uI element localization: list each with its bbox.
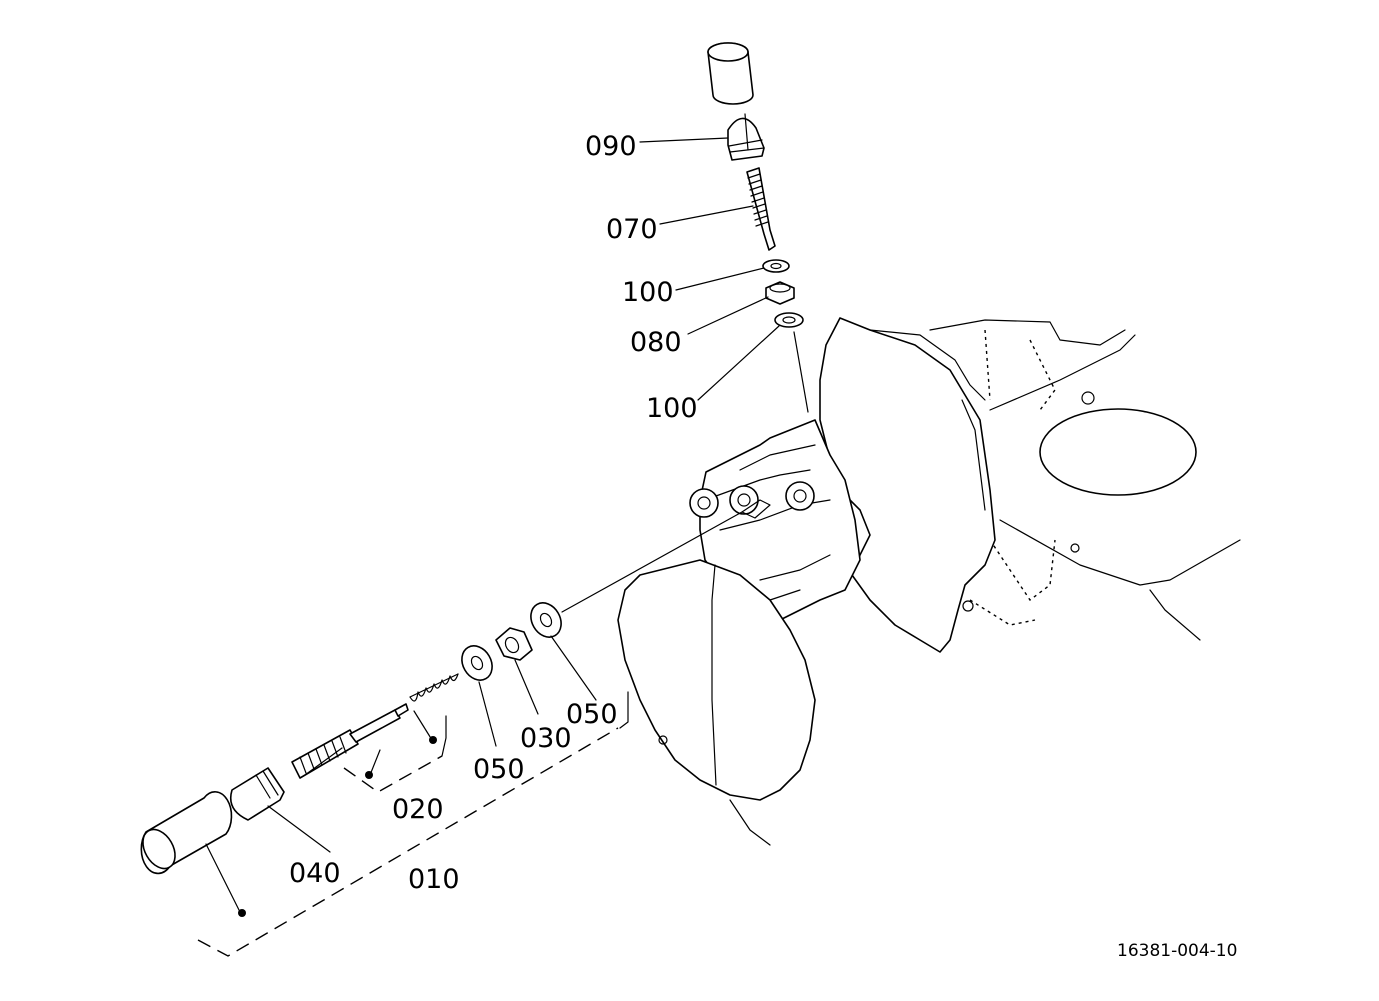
drawing-code: 16381-004-10	[1117, 941, 1237, 961]
callout-080: 080	[630, 327, 682, 358]
pump-housing	[617, 317, 1241, 846]
callout-090: 090	[585, 131, 637, 162]
callout-040: 040	[289, 858, 341, 889]
callout-020: 020	[392, 794, 444, 825]
leader-lines	[205, 137, 780, 913]
bracket-point	[429, 736, 437, 744]
callout-010: 010	[408, 864, 460, 895]
callout-070: 070	[606, 214, 658, 245]
callout-labels: 090 070 100 080 100 050 030 050 020 040 …	[289, 131, 698, 895]
assembly-brackets	[197, 691, 629, 957]
bracket-point	[238, 909, 246, 917]
bracket-point	[365, 771, 373, 779]
adjusting-screw-stack	[707, 42, 809, 413]
callout-050-left: 050	[473, 754, 525, 785]
callout-100-lower: 100	[646, 393, 698, 424]
callout-030: 030	[520, 723, 572, 754]
callout-100-upper: 100	[622, 277, 674, 308]
callout-050-right: 050	[566, 699, 618, 730]
relief-valve-stack	[140, 511, 743, 875]
